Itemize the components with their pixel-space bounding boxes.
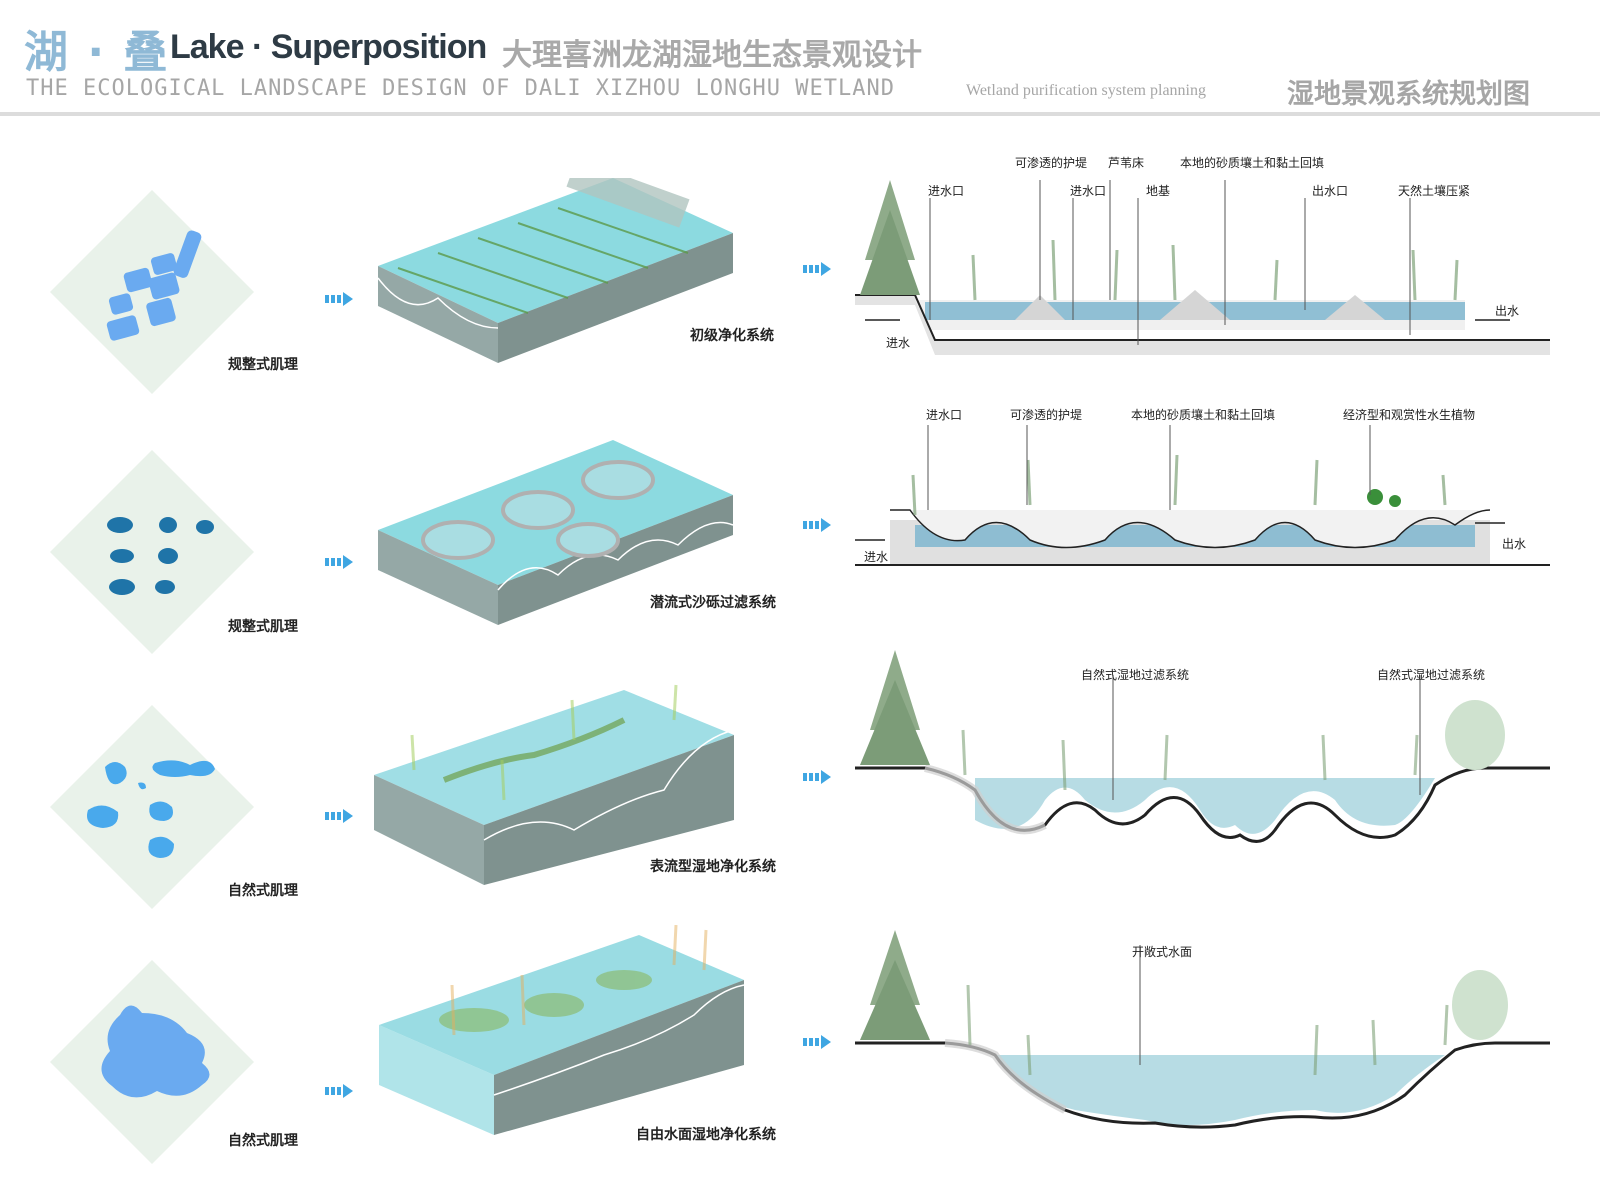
arrow-right-icon — [325, 555, 353, 569]
outlet-label: 出水 — [1495, 304, 1520, 318]
section-label: 芦苇床 — [1108, 156, 1145, 170]
arrow-right-icon — [325, 1084, 353, 1098]
section-diagram-4 — [855, 930, 1550, 1129]
section-label: 经济型和观赏性水生植物 — [1343, 408, 1476, 422]
subtitle: THE ECOLOGICAL LANDSCAPE DESIGN OF DALI … — [26, 76, 895, 101]
tree-icon — [860, 180, 920, 295]
section-label: 进水口 — [1070, 184, 1107, 198]
texture-label: 自然式肌理 — [228, 883, 298, 899]
system-label: 表流型湿地净化系统 — [650, 859, 776, 875]
title-cn: 大理喜洲龙湖湿地生态景观设计 — [502, 38, 922, 73]
arrow-right-icon — [803, 518, 831, 532]
section-label: 本地的砂质壤土和黏土回填 — [1131, 408, 1276, 422]
block-model-3 — [374, 684, 735, 885]
texture-label: 自然式肌理 — [228, 1133, 298, 1149]
section-label: 进水口 — [926, 408, 963, 422]
system-label: 自由水面湿地净化系统 — [636, 1127, 776, 1143]
section-diagram-1 — [855, 180, 1550, 355]
section-label: 自然式湿地过滤系统 — [1377, 668, 1486, 682]
outlet-label: 出水 — [1502, 537, 1527, 551]
section-label: 开敞式水面 — [1132, 945, 1193, 959]
title-en: Lake · Superposition — [170, 28, 487, 66]
header-divider — [0, 112, 1600, 116]
tree-icon — [860, 650, 930, 765]
system-label: 潜流式沙砾过滤系统 — [650, 595, 776, 611]
arrow-right-icon — [803, 262, 831, 276]
arrow-right-icon — [803, 1035, 831, 1049]
title-zh: 湖 · 叠 — [24, 27, 170, 78]
section-diagram-3 — [855, 650, 1550, 843]
section-label: 出水口 — [1312, 184, 1349, 198]
section-label: 天然土壤压紧 — [1398, 184, 1471, 198]
section-label: 自然式湿地过滤系统 — [1081, 668, 1190, 682]
inlet-label: 进水 — [864, 550, 889, 564]
texture-diagram-regular-2 — [50, 450, 254, 654]
system-label: 初级净化系统 — [690, 328, 774, 344]
texture-label: 规整式肌理 — [228, 357, 298, 373]
tree-icon — [860, 930, 930, 1040]
plan-title-en: Wetland purification system planning — [966, 82, 1206, 99]
section-label: 本地的砂质壤土和黏土回填 — [1180, 156, 1325, 170]
texture-diagram-natural-2 — [50, 960, 254, 1164]
texture-label: 规整式肌理 — [228, 619, 298, 635]
block-model-2 — [378, 440, 734, 625]
inlet-label: 进水 — [886, 336, 911, 350]
texture-diagram-regular-1 — [50, 190, 254, 394]
arrow-right-icon — [803, 770, 831, 784]
section-label: 进水口 — [928, 184, 965, 198]
arrow-right-icon — [325, 292, 353, 306]
texture-diagram-natural-1 — [50, 705, 254, 909]
plan-title-zh: 湿地景观系统规划图 — [1287, 79, 1530, 110]
block-model-4 — [379, 925, 745, 1135]
block-model-1 — [378, 178, 733, 363]
section-label: 可渗透的护堤 — [1015, 156, 1088, 170]
arrow-right-icon — [325, 809, 353, 823]
section-label: 可渗透的护堤 — [1010, 408, 1083, 422]
section-label: 地基 — [1146, 184, 1171, 198]
section-diagram-2 — [855, 425, 1550, 566]
